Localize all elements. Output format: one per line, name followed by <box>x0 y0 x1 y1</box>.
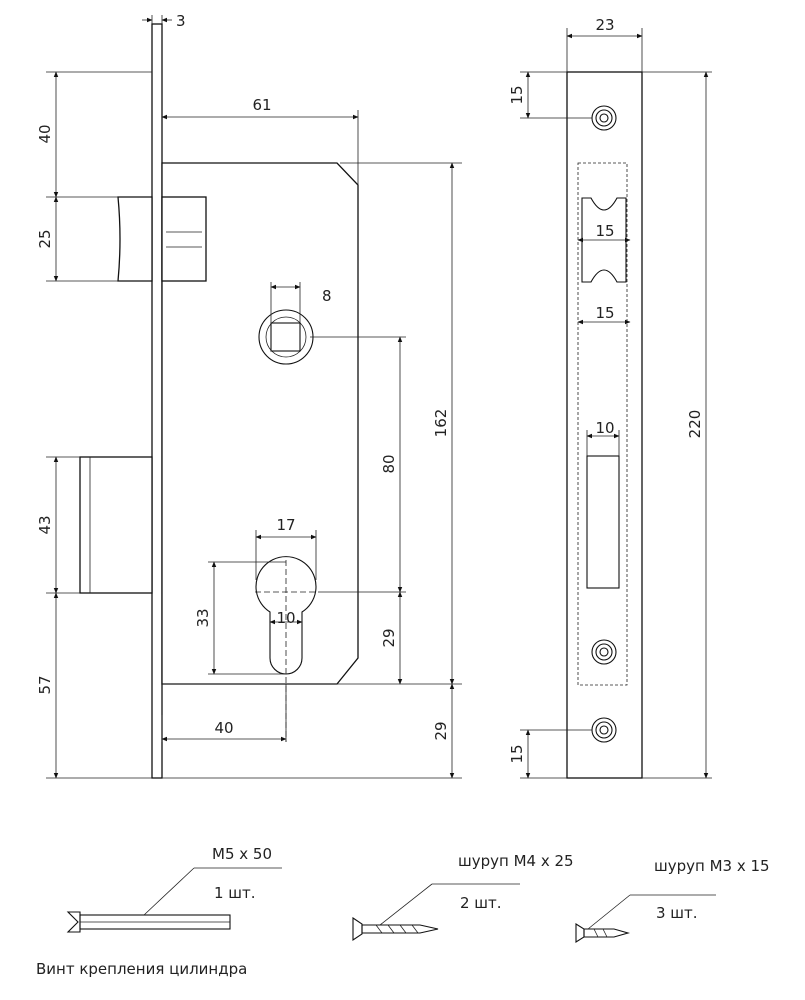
dim-latch-cutout-2: 15 <box>595 304 614 322</box>
latch-cutout <box>581 197 627 283</box>
dim-spindle-to-cylinder: 80 <box>380 454 398 473</box>
cylinder-screw-qty: 1 шт. <box>214 884 256 902</box>
dead-bolt <box>79 456 153 594</box>
dim-strike-height: 220 <box>686 410 704 439</box>
dim-cylinder-height: 33 <box>194 608 212 627</box>
dim-bolt-slot-width: 10 <box>595 419 614 437</box>
screw-hole-middle <box>591 639 617 665</box>
screw-m3: шуруп М3 х 15 3 шт. <box>575 857 770 943</box>
dim-faceplate-thickness: 3 <box>176 12 186 30</box>
dim-strike-width: 23 <box>595 16 614 34</box>
screw-m4-qty: 2 шт. <box>460 894 502 912</box>
extension-lines <box>46 15 462 779</box>
bolt-slot <box>586 455 620 589</box>
dim-spindle-size: 8 <box>322 287 332 305</box>
strike-plate-view: 23 15 15 15 10 220 15 <box>508 16 712 779</box>
dim-latch-cutout-1: 15 <box>595 222 614 240</box>
dim-cylinder-to-bottom: 29 <box>380 628 398 647</box>
dim-backset: 61 <box>252 96 271 114</box>
screw-m4-label: шуруп М4 х 25 <box>458 852 574 870</box>
dim-cylinder-width: 17 <box>276 516 295 534</box>
screw-m3-qty: 3 шт. <box>656 904 698 922</box>
dim-bolt-height: 43 <box>36 515 54 534</box>
dimension-labels: 3 61 40 25 8 162 80 43 57 17 33 10 29 40… <box>36 12 450 741</box>
dim-case-bottom-offset: 29 <box>432 721 450 740</box>
faceplate <box>151 23 163 779</box>
dimension-lines <box>53 17 455 779</box>
lock-side-view: 3 61 40 25 8 162 80 43 57 17 33 10 29 40… <box>36 12 462 779</box>
cylinder-screw-size: M5 x 50 <box>212 845 272 863</box>
accessories: M5 x 50 1 шт. Винт крепления цилиндра шу… <box>36 845 770 978</box>
dim-screw-offset-bottom: 15 <box>508 744 526 763</box>
screw-m4: шуруп М4 х 25 2 шт. <box>352 852 574 942</box>
mortise-outline <box>577 162 628 686</box>
dim-latch-height: 25 <box>36 229 54 248</box>
dim-cylinder-backset: 40 <box>214 719 233 737</box>
dim-top-to-latch: 40 <box>36 124 54 143</box>
screw-m3-label: шуруп М3 х 15 <box>654 857 770 875</box>
cylinder-screw: M5 x 50 1 шт. Винт крепления цилиндра <box>36 845 282 978</box>
dim-case-height: 162 <box>432 409 450 438</box>
latch <box>117 196 207 282</box>
dim-cylinder-pin: 10 <box>276 609 295 627</box>
cylinder-screw-name: Винт крепления цилиндра <box>36 960 247 978</box>
dim-screw-offset-top: 15 <box>508 85 526 104</box>
dim-bottom-to-bolt: 57 <box>36 675 54 694</box>
